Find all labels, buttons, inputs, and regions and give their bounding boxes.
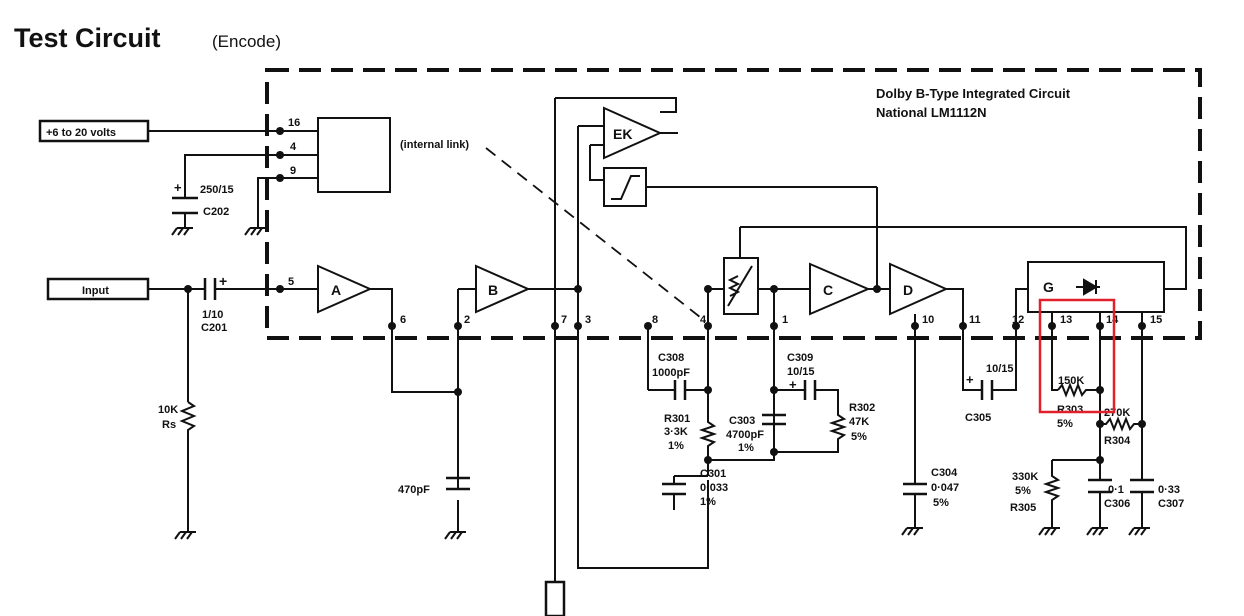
svg-text:9: 9: [290, 165, 296, 177]
svg-text:+: +: [966, 372, 974, 387]
svg-text:10/15: 10/15: [787, 366, 815, 378]
svg-text:C301: C301: [700, 468, 726, 480]
supply-label: +6 to 20 volts: [46, 127, 116, 139]
internal-link-line: [485, 147, 706, 322]
svg-text:5%: 5%: [851, 431, 867, 443]
svg-text:+: +: [174, 180, 182, 195]
svg-text:C202: C202: [203, 206, 229, 218]
svg-text:EK: EK: [613, 126, 632, 142]
svg-text:A: A: [331, 282, 341, 298]
svg-text:7: 7: [561, 314, 567, 326]
svg-text:1: 1: [782, 314, 788, 326]
svg-text:4: 4: [290, 141, 297, 153]
svg-text:C305: C305: [965, 412, 991, 424]
amplifier-b: [475, 264, 531, 314]
svg-text:5%: 5%: [1015, 485, 1031, 497]
svg-text:10K: 10K: [158, 404, 178, 416]
svg-text:C201: C201: [201, 322, 227, 334]
page-subtitle: (Encode): [212, 32, 281, 51]
svg-text:5%: 5%: [1057, 418, 1073, 430]
svg-text:13: 13: [1060, 314, 1072, 326]
svg-text:C306: C306: [1104, 498, 1130, 510]
regulator-block: [317, 117, 391, 193]
svg-text:+: +: [219, 273, 227, 289]
input-label: Input: [82, 285, 109, 297]
limiter-block: [603, 167, 647, 207]
svg-text:0·033: 0·033: [700, 482, 728, 494]
svg-text:14: 14: [1106, 314, 1119, 326]
svg-text:D: D: [903, 282, 913, 298]
svg-text:3: 3: [585, 314, 591, 326]
svg-text:470pF: 470pF: [398, 484, 430, 496]
highlight-box: [1038, 298, 1116, 414]
svg-text:1%: 1%: [700, 496, 716, 508]
svg-text:G: G: [1043, 279, 1054, 295]
ek-block: [603, 106, 663, 160]
svg-text:C307: C307: [1158, 498, 1184, 510]
svg-text:0·33: 0·33: [1158, 484, 1180, 496]
svg-text:3·3K: 3·3K: [664, 426, 688, 438]
svg-text:47K: 47K: [849, 416, 869, 428]
svg-text:12: 12: [1012, 314, 1024, 326]
svg-text:5%: 5%: [933, 497, 949, 509]
svg-text:330K: 330K: [1012, 471, 1038, 483]
svg-text:+: +: [789, 377, 797, 392]
diode-icon: [1076, 278, 1100, 296]
svg-text:R305: R305: [1010, 502, 1036, 514]
internal-link-label: (internal link): [400, 139, 469, 151]
svg-text:1000pF: 1000pF: [652, 367, 690, 379]
svg-text:2: 2: [464, 314, 470, 326]
ic-label-line1: Dolby B-Type Integrated Circuit: [876, 86, 1071, 101]
svg-text:10/15: 10/15: [986, 363, 1014, 375]
svg-text:C309: C309: [787, 352, 813, 364]
svg-text:1%: 1%: [738, 442, 754, 454]
svg-text:C308: C308: [658, 352, 684, 364]
svg-text:R304: R304: [1104, 435, 1131, 447]
svg-text:B: B: [488, 282, 498, 298]
svg-text:6: 6: [400, 314, 406, 326]
svg-text:R301: R301: [664, 413, 690, 425]
svg-text:5: 5: [288, 276, 294, 288]
svg-text:15: 15: [1150, 314, 1162, 326]
svg-text:Rs: Rs: [162, 419, 176, 431]
svg-text:16: 16: [288, 117, 300, 129]
svg-text:11: 11: [969, 314, 981, 326]
svg-text:150K: 150K: [1058, 375, 1084, 387]
amplifier-d: [889, 262, 949, 316]
svg-text:C303: C303: [729, 415, 755, 427]
svg-text:R302: R302: [849, 402, 875, 414]
svg-text:4: 4: [700, 314, 707, 326]
ic-label-line2: National LM1112N: [876, 105, 987, 120]
svg-text:250/15: 250/15: [200, 184, 234, 196]
amplifier-c: [809, 262, 871, 316]
svg-text:270K: 270K: [1104, 407, 1130, 419]
svg-text:1/10: 1/10: [202, 309, 223, 321]
svg-text:8: 8: [652, 314, 658, 326]
svg-text:1%: 1%: [668, 440, 684, 452]
svg-text:0·047: 0·047: [931, 482, 959, 494]
svg-text:10: 10: [922, 314, 934, 326]
svg-text:C: C: [823, 282, 833, 298]
svg-text:4700pF: 4700pF: [726, 429, 764, 441]
svg-text:0·1: 0·1: [1108, 484, 1124, 496]
page-title: Test Circuit: [14, 23, 161, 53]
ic-boundary: [265, 68, 1202, 340]
svg-text:C304: C304: [931, 467, 958, 479]
amplifier-a: [317, 264, 373, 314]
svg-text:R303: R303: [1057, 404, 1083, 416]
